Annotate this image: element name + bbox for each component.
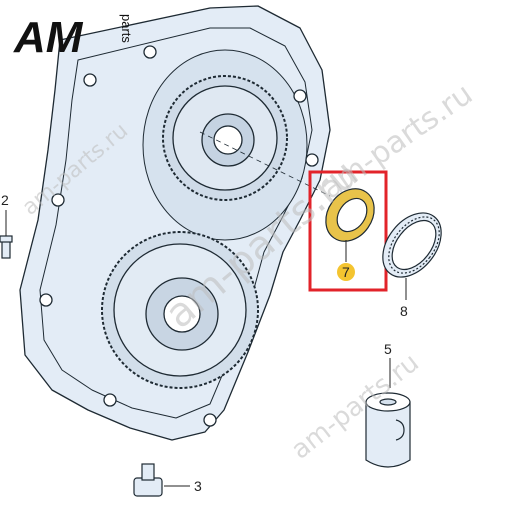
highlight-frame — [308, 170, 388, 292]
am-parts-logo: AM parts — [13, 13, 134, 62]
drain-plug-icon — [133, 463, 163, 497]
shaft-seal-icon — [325, 188, 375, 242]
callout-label-7: 7 — [342, 264, 350, 280]
logo-suffix: parts — [119, 14, 134, 43]
oil-filter-icon — [365, 392, 411, 468]
logo-brand: AM — [13, 13, 84, 62]
bolt-icon — [0, 235, 13, 259]
callout-badge-7 — [337, 263, 355, 281]
callout-label-5: 5 — [384, 341, 392, 357]
bearing-ring-icon — [382, 212, 442, 278]
callout-label-3: 3 — [194, 478, 202, 494]
transmission-housing-icon — [19, 5, 331, 441]
callout-label-8: 8 — [400, 303, 408, 319]
callout-label-2: 2 — [1, 192, 9, 208]
